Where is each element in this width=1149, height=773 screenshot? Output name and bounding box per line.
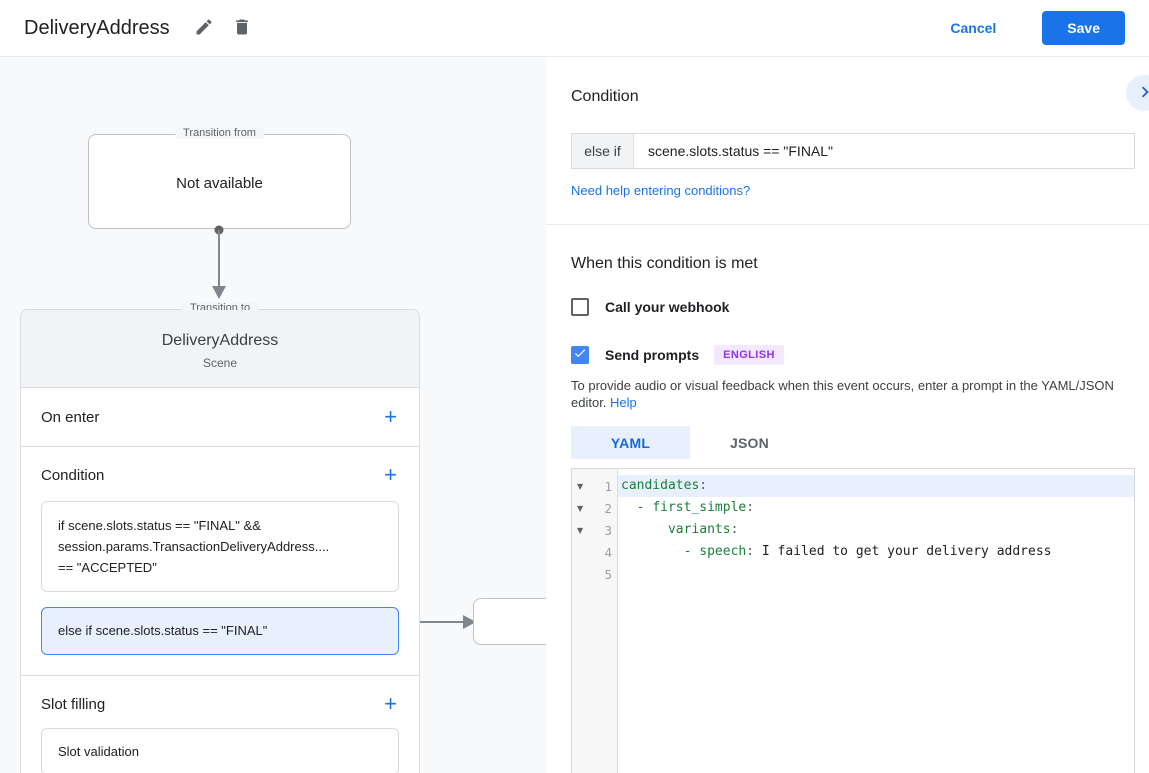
line-number: 3 [604,522,612,538]
editor-format-tabs: YAML JSON [571,426,1149,459]
code-token: first_simple [652,500,747,515]
scene-card-header[interactable]: DeliveryAddress Scene [21,310,419,388]
transition-from-node[interactable]: Transition from Not available [88,127,351,229]
trash-icon [232,17,252,40]
code-line[interactable] [618,563,1134,585]
send-prompts-checkbox[interactable] [571,346,589,364]
code-line[interactable]: candidates: [618,475,1134,497]
conditions-help-link[interactable]: Need help entering conditions? [571,183,751,198]
code-token: : [746,544,755,559]
code-token: : [699,478,708,493]
call-webhook-checkbox[interactable] [571,298,589,316]
condition-input-group: else if [571,133,1135,169]
code-token: - [621,500,653,515]
linked-scene-node[interactable] [473,598,546,645]
hint-text-body: To provide audio or visual feedback when… [571,378,1114,410]
condition-else-if-item[interactable]: else if scene.slots.status == "FINAL" [41,607,399,655]
top-bar: DeliveryAddress Cancel Save [0,0,1149,57]
condition-section-label: Condition [41,466,105,484]
tab-yaml[interactable]: YAML [571,426,690,459]
add-condition-button[interactable]: + [384,462,397,487]
cancel-button[interactable]: Cancel [938,12,1008,44]
fold-toggle-icon[interactable]: ▼ [577,525,584,535]
else-if-prefix-label: else if [572,134,634,168]
send-prompts-option-row: Send prompts ENGLISH [571,345,1149,365]
panel-divider [546,224,1149,225]
add-on-enter-button[interactable]: + [384,404,397,429]
condition-detail-panel: Condition else if Need help entering con… [546,57,1149,773]
prompt-help-link[interactable]: Help [610,395,637,410]
line-number: 5 [604,566,612,582]
scene-type-label: Scene [202,356,238,370]
delete-scene-button[interactable] [226,12,258,44]
call-webhook-label: Call your webhook [605,299,730,315]
code-line[interactable]: - first_simple: [618,497,1134,519]
panel-condition-title: Condition [571,88,639,105]
chevron-right-icon [1134,81,1149,106]
gutter-row: 4 [572,541,617,563]
line-number: 1 [604,478,612,494]
code-token: - [621,544,700,559]
checkmark-icon [573,346,587,365]
save-button[interactable]: Save [1042,11,1125,45]
slot-filling-section: Slot filling + Slot validation Transacti… [21,676,419,773]
line-number: 4 [604,544,612,560]
code-token: candidates [621,478,700,493]
collapse-panel-button[interactable] [1126,75,1149,111]
scene-card: Transition to DeliveryAddress Scene On e… [20,302,420,773]
fold-toggle-icon[interactable]: ▼ [577,503,584,513]
condition-if-item[interactable]: if scene.slots.status == "FINAL" && sess… [41,501,399,592]
transition-from-value: Not available [176,175,263,192]
main-area: Transition from Not available Transition… [0,57,1149,773]
condition-input[interactable] [634,134,1134,168]
vertical-connector-arrow [212,225,226,299]
code-token: I failed to get your delivery address [754,544,1052,559]
gutter-row: ▼1 [572,475,617,497]
code-token [621,522,668,537]
transition-from-legend: Transition from [175,127,264,139]
edit-title-button[interactable] [188,12,220,44]
code-token: : [746,500,755,515]
language-badge: ENGLISH [714,345,784,365]
webhook-option-row: Call your webhook [571,298,1149,316]
tab-json[interactable]: JSON [730,434,769,451]
code-token: variants [667,522,731,537]
gutter-row: 5 [572,563,617,585]
on-enter-label: On enter [41,408,100,426]
flow-diagram: Transition from Not available Transition… [0,57,546,773]
fold-toggle-icon[interactable]: ▼ [577,481,584,491]
gutter-row: ▼3 [572,519,617,541]
on-enter-section[interactable]: On enter + [21,388,419,447]
scene-name: DeliveryAddress [161,332,279,349]
add-slot-button[interactable]: + [384,691,397,716]
gutter-row: ▼2 [572,497,617,519]
code-token: speech [699,544,747,559]
when-condition-met-title: When this condition is met [571,255,758,272]
page-title: DeliveryAddress [24,16,170,39]
pencil-icon [194,17,214,40]
slot-validation-item[interactable]: Slot validation [41,728,399,773]
editor-code[interactable]: candidates: - first_simple: variants: - … [618,469,1134,773]
code-token: : [730,522,739,537]
prompt-hint-text: To provide audio or visual feedback when… [571,377,1136,411]
code-line[interactable]: variants: [618,519,1134,541]
slot-filling-label: Slot filling [41,695,106,713]
line-number: 2 [604,500,612,516]
condition-section: Condition + if scene.slots.status == "FI… [21,447,419,676]
code-line[interactable]: - speech: I failed to get your delivery … [618,541,1134,563]
send-prompts-label: Send prompts [605,347,700,363]
